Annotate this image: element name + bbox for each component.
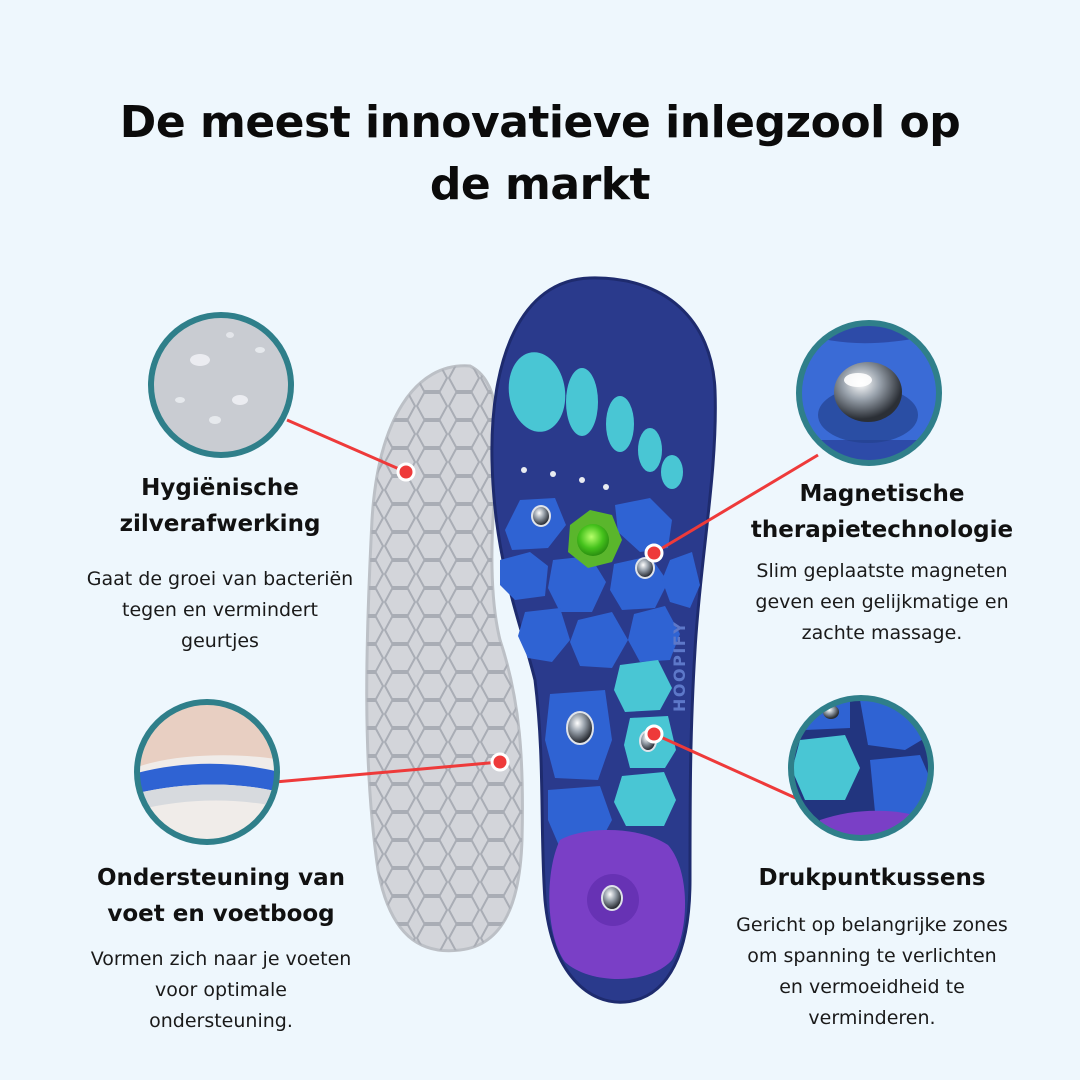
magnet-dots [531, 505, 657, 911]
feature-support-title-line-2: voet en voetboog [107, 901, 335, 927]
pointer-lines [274, 418, 819, 802]
feature-support-desc-line-2: voor optimale [155, 979, 287, 1001]
feature-hygiene-title-line-1: Hygiënische [141, 475, 299, 501]
feature-hygiene-desc-line-2: tegen en vermindert [122, 599, 318, 621]
feature-hygiene-description: Gaat de groei van bacteriën tegen en ver… [40, 564, 400, 657]
feature-support-desc-line-3: ondersteuning. [149, 1010, 293, 1032]
feature-support-desc-line-1: Vormen zich naar je voeten [90, 948, 352, 970]
page-title: De meest innovatieve inlegzool op de mar… [0, 92, 1080, 216]
feature-pressure-title: Drukpuntkussens [700, 860, 1044, 896]
feature-hygiene-desc-line-1: Gaat de groei van bacteriën [86, 568, 354, 590]
hygiene-detail-image [148, 312, 294, 458]
feature-pressure-title-line-1: Drukpuntkussens [758, 865, 986, 891]
feature-pressure-desc-line-2: om spanning te verlichten [747, 945, 997, 967]
brand-logo: HOOPIFY [670, 621, 689, 712]
feature-hygiene-title-line-2: zilverafwerking [119, 511, 321, 537]
feature-support-title-line-1: Ondersteuning van [97, 865, 345, 891]
feature-hygiene-desc-line-3: geurtjes [181, 630, 259, 652]
feature-pressure-description: Gericht op belangrijke zones om spanning… [700, 910, 1044, 1034]
pointer-dots [396, 462, 664, 772]
feature-pressure-desc-line-1: Gericht op belangrijke zones [736, 914, 1008, 936]
feature-support-description: Vormen zich naar je voeten voor optimale… [46, 944, 396, 1037]
grey-insole [365, 364, 524, 953]
feature-hygiene-title: Hygiënische zilverafwerking [40, 470, 400, 542]
feature-magnetic-description: Slim geplaatste magneten geven een gelij… [702, 556, 1062, 649]
page-title-line-1: De meest innovatieve inlegzool op [119, 97, 961, 148]
feature-pressure-desc-line-3: en vermoeidheid te [779, 976, 965, 998]
feature-magnetic-title-line-1: Magnetische [799, 481, 965, 507]
feature-magnetic-desc-line-2: geven een gelijkmatige en [755, 591, 1009, 613]
feature-pressure-desc-line-4: verminderen. [808, 1007, 936, 1029]
arch-support-detail-image [134, 699, 280, 845]
blue-insole: HOOPIFY [490, 276, 717, 1004]
feature-magnetic-title: Magnetische therapietechnologie [702, 476, 1062, 548]
feature-support-title: Ondersteuning van voet en voetboog [46, 860, 396, 932]
feature-magnetic-desc-line-3: zachte massage. [801, 622, 963, 644]
pressure-detail-image [788, 695, 934, 841]
feature-support: Ondersteuning van voet en voetboog Vorme… [46, 860, 396, 1037]
magnet-detail-image [796, 320, 942, 466]
feature-pressure: Drukpuntkussens Gericht op belangrijke z… [700, 860, 1044, 1034]
page-title-line-2: de markt [429, 159, 651, 210]
feature-magnetic: Magnetische therapietechnologie Slim gep… [702, 476, 1062, 649]
feature-magnetic-title-line-2: therapietechnologie [750, 517, 1014, 543]
feature-magnetic-desc-line-1: Slim geplaatste magneten [756, 560, 1008, 582]
feature-hygiene: Hygiënische zilverafwerking Gaat de groe… [40, 470, 400, 657]
